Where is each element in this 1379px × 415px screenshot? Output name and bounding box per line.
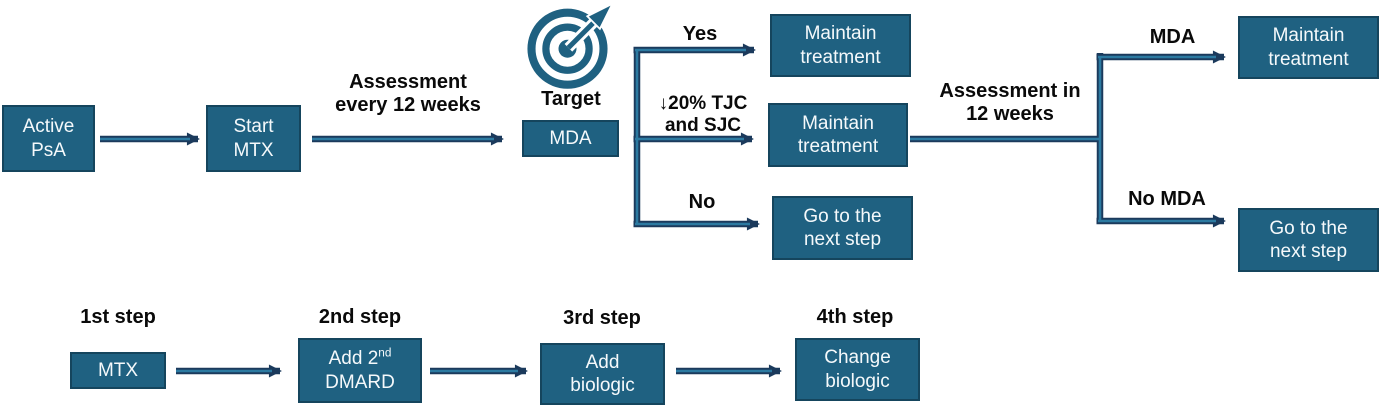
step3-label: 3rd step	[563, 307, 641, 329]
branch-tjc-sjc-label: ↓20% TJC and SJC	[658, 93, 748, 136]
change-biologic-box: Change biologic	[795, 338, 920, 401]
start-mtx-box: Start MTX	[206, 105, 301, 172]
assessment-every-12-weeks-label: Assessment every 12 weeks	[335, 71, 481, 116]
step1-label: 1st step	[80, 306, 156, 328]
add-second-dmard-box: Add 2nd DMARD	[298, 338, 422, 403]
step2-label: 2nd step	[318, 306, 402, 328]
branch-yes-label: Yes	[682, 23, 718, 45]
branch-mda-label: MDA	[1149, 26, 1196, 48]
mda-box: MDA	[522, 120, 619, 157]
target-label: Target	[541, 88, 601, 110]
step4-label: 4th step	[816, 306, 894, 328]
mtx-step-box: MTX	[70, 352, 166, 389]
active-psa-box: Active PsA	[2, 105, 95, 172]
branch-no-mda-label: No MDA	[1128, 188, 1206, 210]
maintain-treatment-top-box: Maintain treatment	[770, 14, 911, 77]
go-to-next-step-left-box: Go to the next step	[772, 196, 913, 260]
start-mtx-label: Start	[233, 116, 274, 138]
branch-no-label: No	[688, 191, 716, 213]
assessment-in-12-weeks-label: Assessment in 12 weeks	[939, 80, 1081, 125]
target-bullseye-icon	[527, 1, 615, 89]
active-psa-label: Active	[22, 116, 75, 138]
go-to-next-step-right-box: Go to the next step	[1238, 208, 1379, 272]
maintain-treatment-right-box: Maintain treatment	[1238, 16, 1379, 79]
add-biologic-box: Add biologic	[540, 343, 665, 405]
maintain-treatment-mid-box: Maintain treatment	[768, 103, 908, 167]
